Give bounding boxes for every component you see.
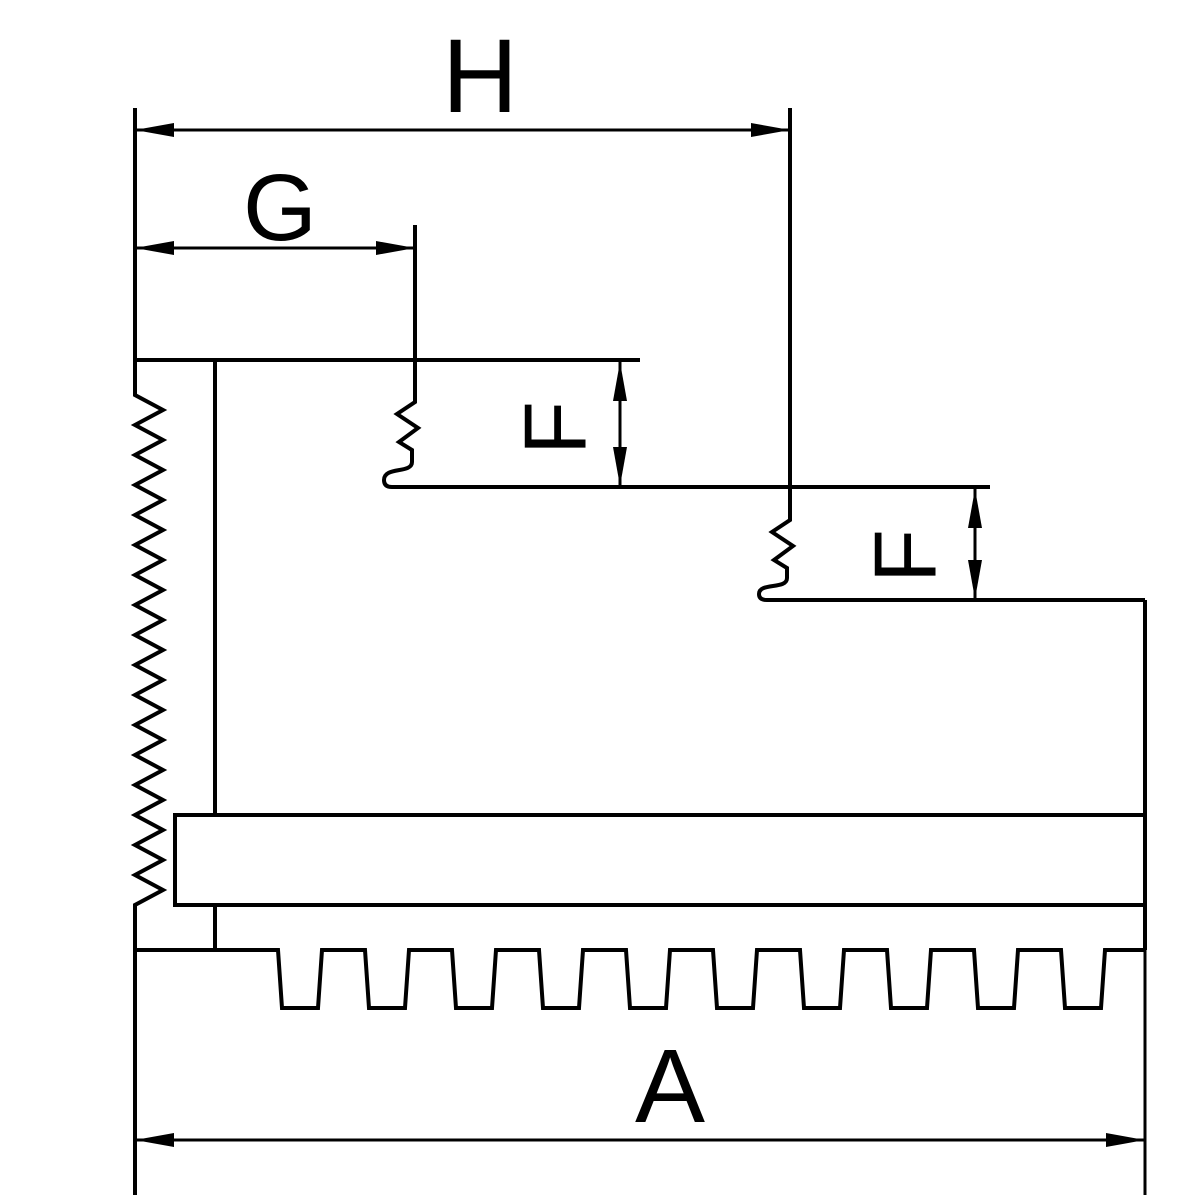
arrowhead-h-left xyxy=(135,123,174,137)
arrowhead-a-right xyxy=(1106,1133,1145,1147)
upper-step-face xyxy=(381,225,990,489)
arrowhead-f-upper-bottom xyxy=(613,447,627,486)
arrowhead-g-left xyxy=(135,241,174,255)
left-edge-serration xyxy=(130,108,168,1195)
arrowhead-h-right xyxy=(751,123,790,137)
dimension-label-g: G xyxy=(243,155,317,261)
arrowhead-a-left xyxy=(135,1133,174,1147)
arrowhead-g-right xyxy=(376,241,415,255)
lower-step-face xyxy=(756,108,1145,602)
dimension-label-f-upper: F xyxy=(505,401,604,455)
dimension-label-h: H xyxy=(442,18,518,135)
arrowhead-f-upper-top xyxy=(613,362,627,401)
arrowhead-f-lower-top xyxy=(968,489,982,528)
dimension-label-a: A xyxy=(635,1028,705,1145)
bottom-rack-teeth xyxy=(135,948,1145,1010)
dimension-label-f-lower: F xyxy=(855,529,954,583)
guide-band xyxy=(173,813,1147,907)
arrowhead-f-lower-bottom xyxy=(968,560,982,599)
